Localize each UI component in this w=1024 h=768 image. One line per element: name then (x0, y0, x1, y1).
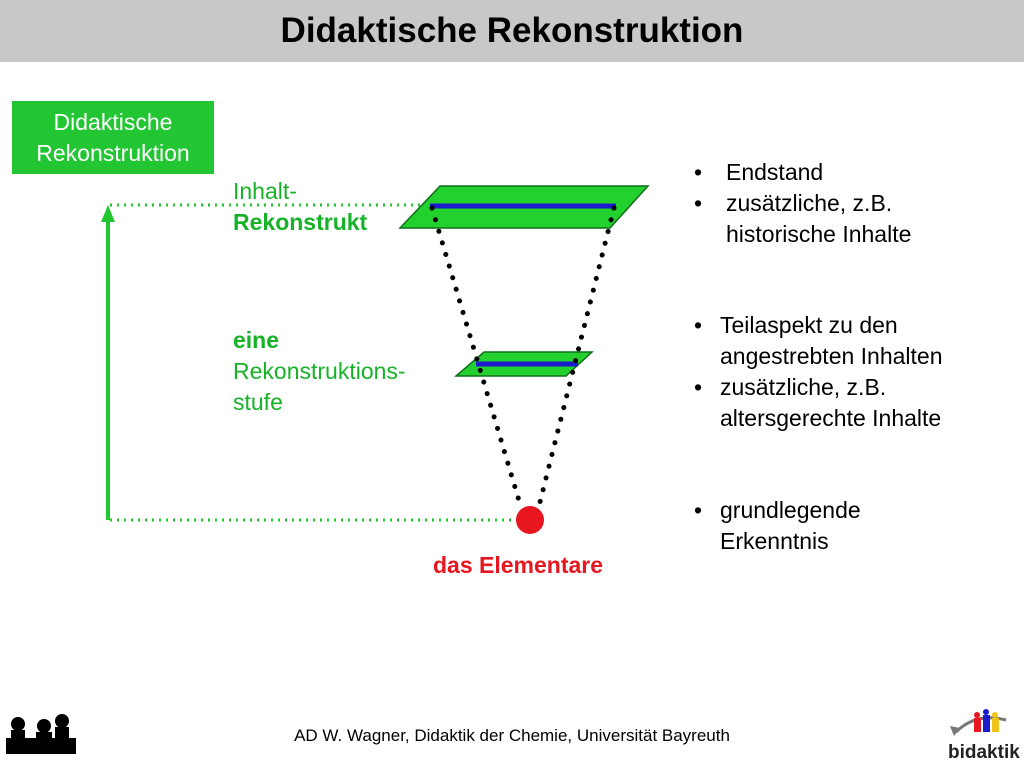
bullet-item: Teilaspekt zu den angestrebten Inhalten (688, 310, 943, 372)
bullet-line: zusätzliche, z.B. (720, 374, 887, 400)
title-bar: Didaktische Rekonstruktion (0, 0, 1024, 62)
label-mid-line-2: Rekonstruktions- (233, 358, 406, 384)
bullet-line: Endstand (726, 159, 824, 185)
bullet-line: Teilaspekt zu den (720, 312, 898, 338)
bullet-item: zusätzliche, z.B. historische Inhalte (688, 188, 911, 250)
bullet-line: Erkenntnis (720, 528, 829, 554)
bullet-item: Endstand (688, 157, 911, 188)
label-inhalt-rekonstrukt: Inhalt- Rekonstrukt (233, 176, 367, 238)
label-mid-line-1: eine (233, 327, 280, 353)
bullets-bottom: grundlegende Erkenntnis (688, 495, 861, 557)
bullet-item: grundlegende Erkenntnis (688, 495, 861, 557)
bidaktik-logo: bidaktik (948, 709, 1020, 763)
green-box-line-1: Didaktische (53, 108, 173, 135)
label-das-elementare: das Elementare (433, 552, 604, 578)
logo-text: bidaktik (948, 742, 1020, 763)
elementary-red-dot (516, 506, 544, 534)
bullets-middle: Teilaspekt zu den angestrebten Inhalten … (688, 310, 943, 434)
green-box-line-2: Rekonstruktion (36, 139, 190, 166)
page-title: Didaktische Rekonstruktion (280, 11, 744, 50)
label-top-line-2: Rekonstrukt (233, 209, 368, 235)
label-mid-line-3: stufe (233, 389, 283, 415)
green-title-box: Didaktische Rekonstruktion (12, 101, 214, 174)
label-top-line-1: Inhalt- (233, 178, 297, 204)
bullet-line: zusätzliche, z.B. (726, 190, 893, 216)
label-rekonstruktionsstufe: eine Rekonstruktions- stufe (233, 325, 406, 418)
bullet-item: zusätzliche, z.B. altersgerechte Inhalte (688, 372, 943, 434)
upward-arrow-head (101, 205, 115, 222)
footer-credit: AD W. Wagner, Didaktik der Chemie, Unive… (294, 726, 730, 745)
bullet-line: altersgerechte Inhalte (720, 405, 942, 431)
bullet-line: historische Inhalte (726, 221, 912, 247)
bullet-line: grundlegende (720, 497, 861, 523)
people-silhouette-logo (6, 714, 76, 754)
bullet-line: angestrebten Inhalten (720, 343, 943, 369)
bullets-top: Endstand zusätzliche, z.B. historische I… (688, 157, 911, 250)
cone-right-dotted (537, 205, 617, 505)
